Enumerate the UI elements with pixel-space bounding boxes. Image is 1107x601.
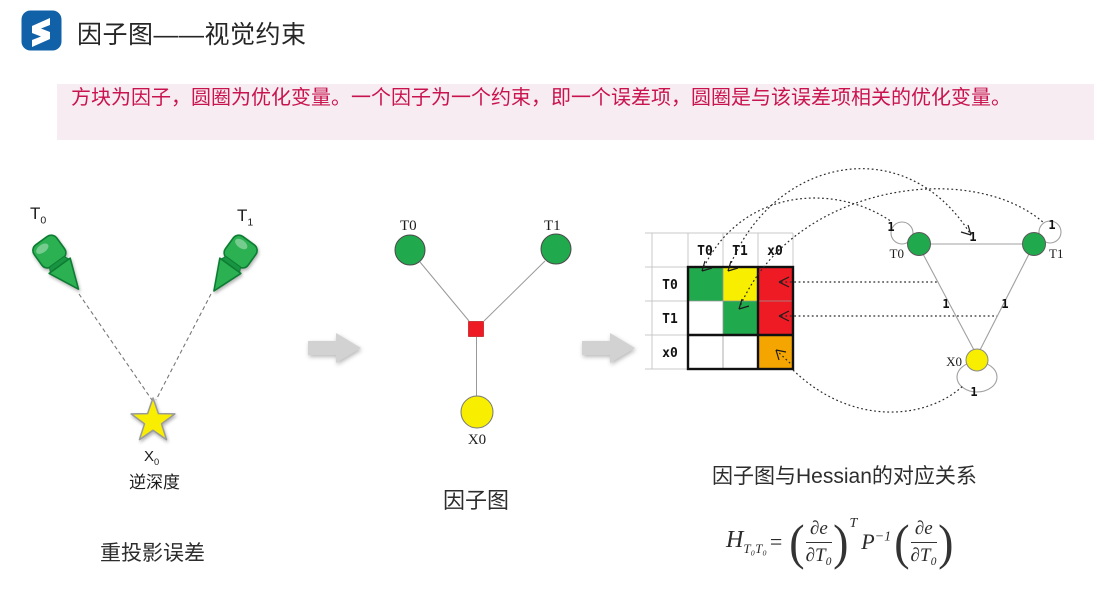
col-header-x0: x0 bbox=[767, 244, 783, 259]
information-matrix: P−1 bbox=[861, 529, 892, 555]
edge-weight-labels: 1 1 1 1 1 1 bbox=[887, 218, 1055, 399]
landmark-star-icon bbox=[130, 397, 176, 441]
hessian-label-t1: T1 bbox=[1049, 246, 1063, 261]
svg-text:1: 1 bbox=[970, 385, 977, 399]
cell-x0x0 bbox=[758, 335, 793, 369]
cell-t0t1 bbox=[723, 267, 758, 301]
page-title: 因子图——视觉约束 bbox=[77, 21, 307, 49]
projection-ray-right bbox=[155, 293, 212, 401]
hessian-label-x0: X0 bbox=[946, 354, 962, 369]
label-landmark-x0: X0 bbox=[144, 448, 160, 467]
hessian-node-t1 bbox=[1022, 232, 1046, 256]
graph-edges bbox=[890, 220, 1062, 393]
hessian-node-t0 bbox=[907, 232, 931, 256]
caption-hessian-correspondence: 因子图与Hessian的对应关系 bbox=[712, 465, 977, 488]
label-t0: T0 bbox=[400, 218, 417, 234]
arrow-right-icon bbox=[582, 333, 635, 363]
label-camera-t0: T0 bbox=[30, 204, 47, 227]
factor-node bbox=[468, 321, 484, 337]
hessian-label-t0: T0 bbox=[890, 246, 904, 261]
camera-t1-icon bbox=[200, 231, 261, 300]
equals-sign: = bbox=[769, 529, 783, 555]
jacobian-fraction: ∂e ∂T₀ bbox=[910, 518, 938, 566]
svg-text:1: 1 bbox=[887, 220, 894, 234]
svg-text:1: 1 bbox=[942, 297, 949, 311]
reprojection-diagram bbox=[29, 231, 261, 441]
row-header-t0: T0 bbox=[662, 278, 678, 293]
hessian-node-x0 bbox=[965, 348, 989, 372]
col-header-t0: T0 bbox=[697, 244, 713, 259]
projection-ray-left bbox=[78, 293, 153, 401]
cell-t1t0 bbox=[688, 301, 723, 335]
correspondence-curves bbox=[701, 168, 1045, 413]
matrix-block-borders bbox=[686, 265, 795, 371]
correspondence-arrowheads bbox=[701, 224, 972, 361]
svg-text:1: 1 bbox=[1048, 218, 1055, 232]
row-header-x0: x0 bbox=[662, 346, 678, 361]
cell-t1t1 bbox=[723, 301, 758, 335]
col-header-t1: T1 bbox=[732, 244, 748, 259]
node-t0 bbox=[394, 234, 426, 266]
svg-text:1: 1 bbox=[969, 230, 976, 244]
node-t1 bbox=[540, 233, 572, 265]
row-header-t1: T1 bbox=[662, 312, 678, 327]
camera-t0-icon bbox=[29, 231, 90, 300]
label-inverse-depth: 逆深度 bbox=[129, 473, 180, 492]
logo-s-glyph bbox=[32, 18, 50, 47]
label-camera-t1: T1 bbox=[237, 206, 254, 229]
note-banner: 方块为因子，圆圈为优化变量。一个因子为一个约束，即一个误差项，圆圈是与该误差项相… bbox=[57, 84, 1094, 140]
app-logo-icon bbox=[21, 10, 62, 51]
jacobian-fraction: ∂e ∂T₀ bbox=[805, 518, 833, 566]
label-t1: T1 bbox=[544, 218, 561, 234]
hessian-formula: HT₀T₀ = ( ∂e ∂T₀ ) T P−1 ( ∂e ∂T₀ ) bbox=[726, 514, 954, 570]
formula-lhs: HT₀T₀ bbox=[726, 527, 767, 557]
hessian-correspondence-diagram: T0 T1 x0 T0 T1 x0 T0 T1 X0 1 1 1 1 1 1 bbox=[645, 168, 1063, 413]
label-x0: X0 bbox=[468, 432, 486, 448]
arrow-right-icon bbox=[308, 333, 361, 363]
caption-reprojection-error: 重投影误差 bbox=[100, 542, 205, 565]
factor-graph-diagram: T0 T1 X0 bbox=[394, 218, 572, 448]
transpose-exponent: T bbox=[849, 516, 858, 531]
caption-factor-graph: 因子图 bbox=[443, 488, 510, 513]
cell-t0t0 bbox=[688, 267, 723, 301]
node-x0 bbox=[460, 395, 494, 429]
svg-text:1: 1 bbox=[1001, 297, 1008, 311]
